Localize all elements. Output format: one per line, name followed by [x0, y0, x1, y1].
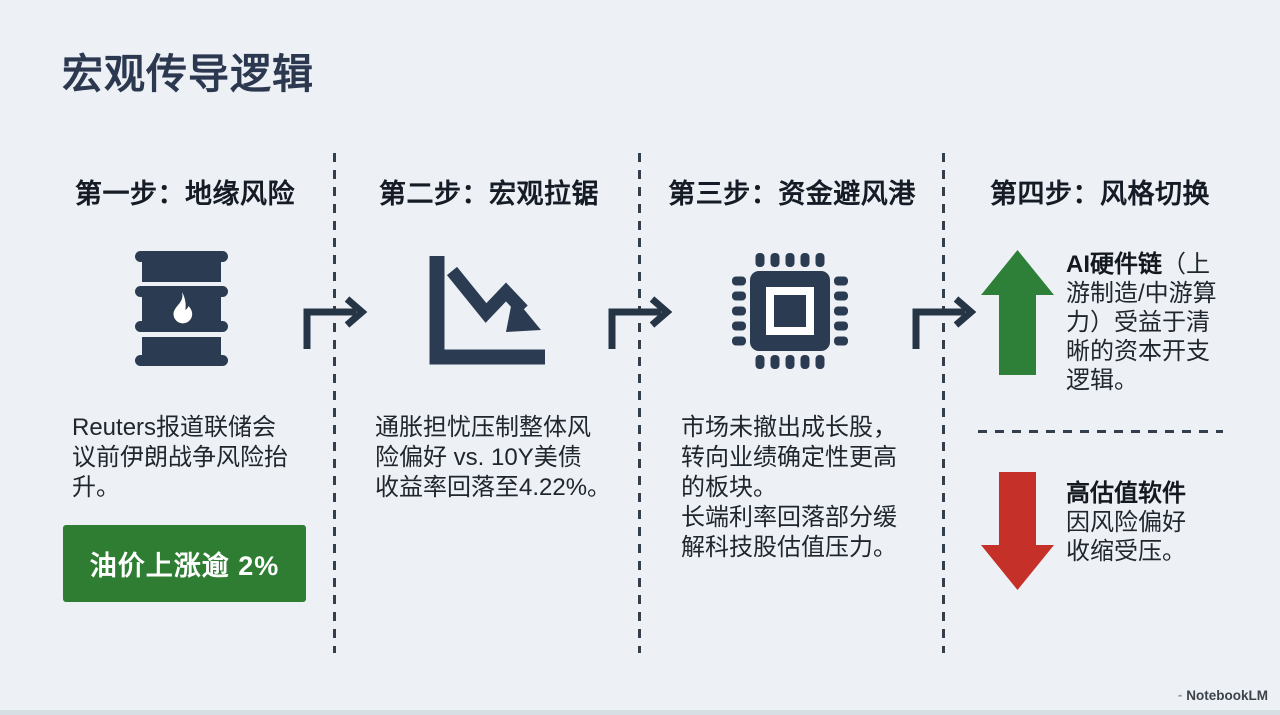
step4-up-text: AI硬件链（上游制造/中游算力）受益于清晰的资本开支逻辑。: [1066, 251, 1217, 394]
step4-divider: [978, 430, 1223, 433]
step4-down-bold: 高估值软件: [1066, 480, 1186, 507]
flow-arrow-icon: [608, 296, 673, 349]
bottom-edge: [0, 710, 1280, 715]
column-divider: [942, 153, 945, 653]
chart-declining-icon: [429, 256, 545, 365]
column-divider: [638, 153, 641, 653]
step3-header: 第三步：资金避风港: [668, 179, 916, 209]
step1-header: 第一步：地缘风险: [75, 179, 295, 209]
step2-header: 第二步：宏观拉锯: [379, 179, 599, 209]
step3-body: 市场未撤出成长股， 转向业绩确定性更高 的板块。 长端利率回落部分缓 解科技股估…: [681, 414, 897, 561]
oil-price-badge: 油价上涨逾 2%: [63, 525, 306, 602]
cpu-chip-icon: [732, 253, 848, 369]
column-divider: [333, 153, 336, 653]
step4-header: 第四步：风格切换: [990, 179, 1210, 209]
step2-body: 通胀担忧压制整体风 险偏好 vs. 10Y美债 收益率回落至4.22%。: [375, 414, 612, 501]
watermark-label: NotebookLM: [1186, 688, 1268, 703]
flow-arrow-icon: [303, 296, 368, 349]
page-title: 宏观传导逻辑: [62, 51, 314, 97]
step4-down-text: 高估值软件因风险偏好 收缩受压。: [1066, 479, 1232, 566]
step4-up-bold: AI硬件链: [1066, 251, 1162, 278]
notebooklm-logo-icon: [1178, 694, 1182, 697]
flow-arrow-icon: [912, 296, 977, 349]
notebooklm-watermark: NotebookLM: [1178, 688, 1268, 703]
step1-body: Reuters报道联储会 议前伊朗战争风险抬 升。: [72, 414, 288, 501]
oil-barrel-icon: [135, 251, 228, 366]
up-arrow-icon: [981, 250, 1054, 375]
flame-icon: [173, 292, 193, 324]
down-arrow-icon: [981, 472, 1054, 590]
